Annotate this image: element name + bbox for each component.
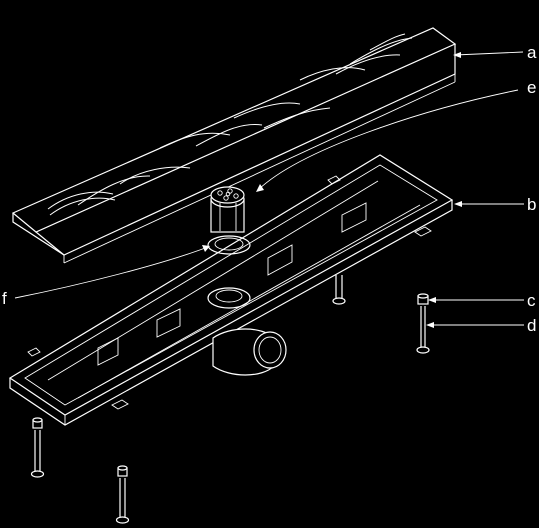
leveling-foot-right	[416, 293, 430, 354]
callout-leaders	[14, 51, 524, 328]
callout-label-f: f	[2, 289, 7, 308]
callout-label-b: b	[527, 195, 536, 214]
hair-trap	[210, 186, 245, 233]
seal-ring	[207, 235, 251, 255]
grate-slots	[47, 33, 413, 216]
callout-label-c: c	[527, 291, 536, 310]
grate-cover	[11, 27, 457, 264]
callout-label-d: d	[527, 316, 536, 335]
callout-label-a: a	[527, 43, 537, 62]
leveling-foot-left-front	[115, 465, 130, 524]
leveling-foot-left-back	[30, 417, 45, 478]
callout-label-e: e	[527, 78, 536, 97]
drain-channel	[8, 154, 454, 426]
